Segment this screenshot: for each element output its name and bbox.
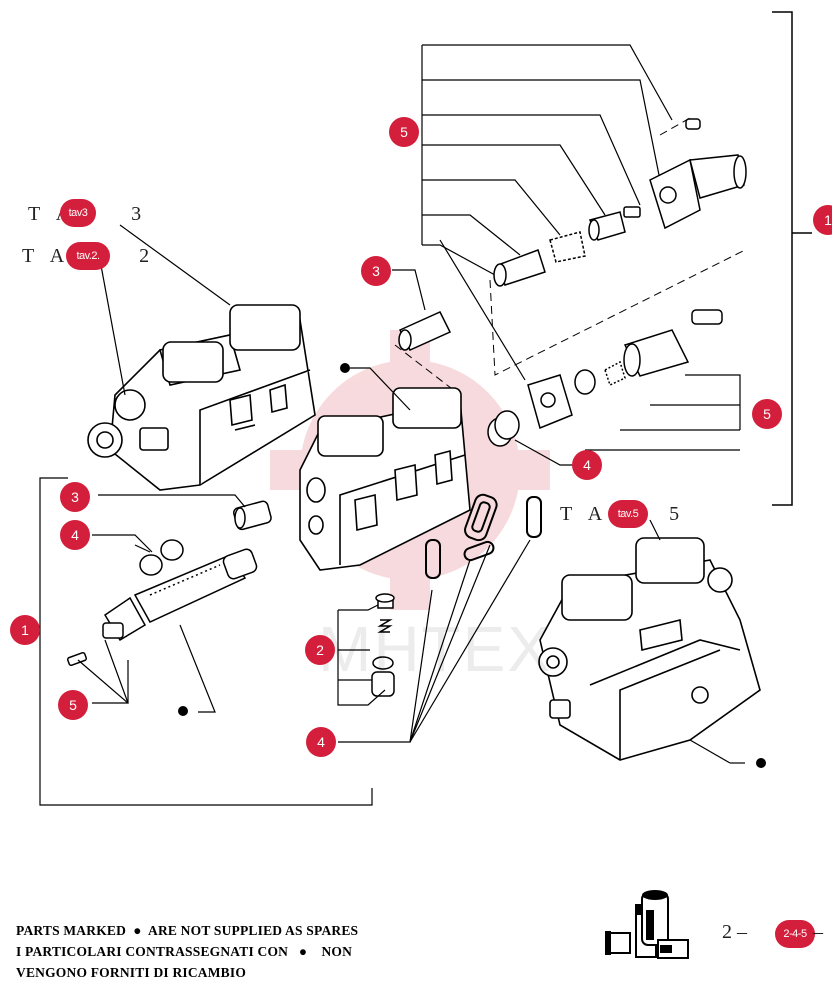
- plug-fittings: [233, 311, 452, 531]
- leader-lines-left: [26, 224, 745, 806]
- page-number: 2 –: [722, 921, 747, 943]
- callout-tav5[interactable]: tav.5: [608, 500, 648, 528]
- spool-assembly: [66, 539, 258, 667]
- ta2-suffix: 2: [139, 245, 156, 267]
- bullet-icon: ●: [291, 944, 318, 959]
- ta3-prefix: T A: [28, 203, 76, 225]
- ta3-label: T A 3: [28, 203, 147, 226]
- note-line-1-end: ARE NOT SUPPLIED AS SPARES: [148, 923, 359, 938]
- callout-3-left[interactable]: 3: [60, 482, 90, 512]
- callout-3-top[interactable]: 3: [361, 256, 391, 286]
- callout-1-left[interactable]: 1: [10, 615, 40, 645]
- pilot-cap-assembly: [493, 118, 747, 287]
- callout-2[interactable]: 2: [305, 635, 335, 665]
- note-line-2-end: NON: [321, 944, 353, 959]
- callout-tav2[interactable]: tav.2.: [66, 242, 110, 270]
- page-suffix: –: [813, 921, 823, 943]
- leader-lines-top: [421, 44, 741, 451]
- ta5-prefix: T A: [560, 503, 608, 525]
- note-line-2: I PARTICOLARI CONTRASSEGNATI CON ● NON: [16, 941, 358, 962]
- ta2-label: T A 2: [22, 245, 155, 268]
- note-line-1-start: PARTS MARKED: [16, 923, 127, 938]
- check-valve-parts: [371, 593, 395, 697]
- note-line-1: PARTS MARKED ● ARE NOT SUPPLIED AS SPARE…: [16, 920, 358, 941]
- oil-can-logo-icon: [605, 890, 689, 959]
- callout-1-right[interactable]: 1: [813, 205, 832, 235]
- ta5-label: T A 5: [560, 503, 685, 526]
- not-supplied-markers: [178, 363, 766, 768]
- valve-body-right: [538, 537, 761, 761]
- callout-4-left[interactable]: 4: [60, 520, 90, 550]
- note-line-3: VENGONO FORNITI DI RICAMBIO: [16, 965, 247, 980]
- ta3-suffix: 3: [131, 203, 148, 225]
- callout-4-right[interactable]: 4: [572, 450, 602, 480]
- parts-note: PARTS MARKED ● ARE NOT SUPPLIED AS SPARE…: [16, 920, 358, 983]
- callout-5-top[interactable]: 5: [389, 117, 419, 147]
- seal-kit: [425, 493, 542, 579]
- callout-5-left[interactable]: 5: [58, 690, 88, 720]
- bracket-right: [772, 11, 793, 506]
- ta2-prefix: T A: [22, 245, 70, 267]
- valve-body-center: [299, 387, 471, 571]
- note-line-2-start: I PARTICOLARI CONTRASSEGNATI CON: [16, 944, 289, 959]
- spool-end-components: [487, 309, 723, 447]
- page-reference: 2 –: [722, 921, 747, 944]
- callout-4-bottom[interactable]: 4: [306, 727, 336, 757]
- valve-body-left: [87, 304, 316, 491]
- watermark-text: MHTEX: [318, 613, 552, 685]
- bullet-icon: ●: [129, 923, 146, 938]
- callout-page-ref[interactable]: 2-4-5: [775, 920, 815, 948]
- callout-5-right[interactable]: 5: [752, 399, 782, 429]
- callout-tav3[interactable]: tav3: [60, 199, 96, 227]
- ta5-suffix: 5: [669, 503, 686, 525]
